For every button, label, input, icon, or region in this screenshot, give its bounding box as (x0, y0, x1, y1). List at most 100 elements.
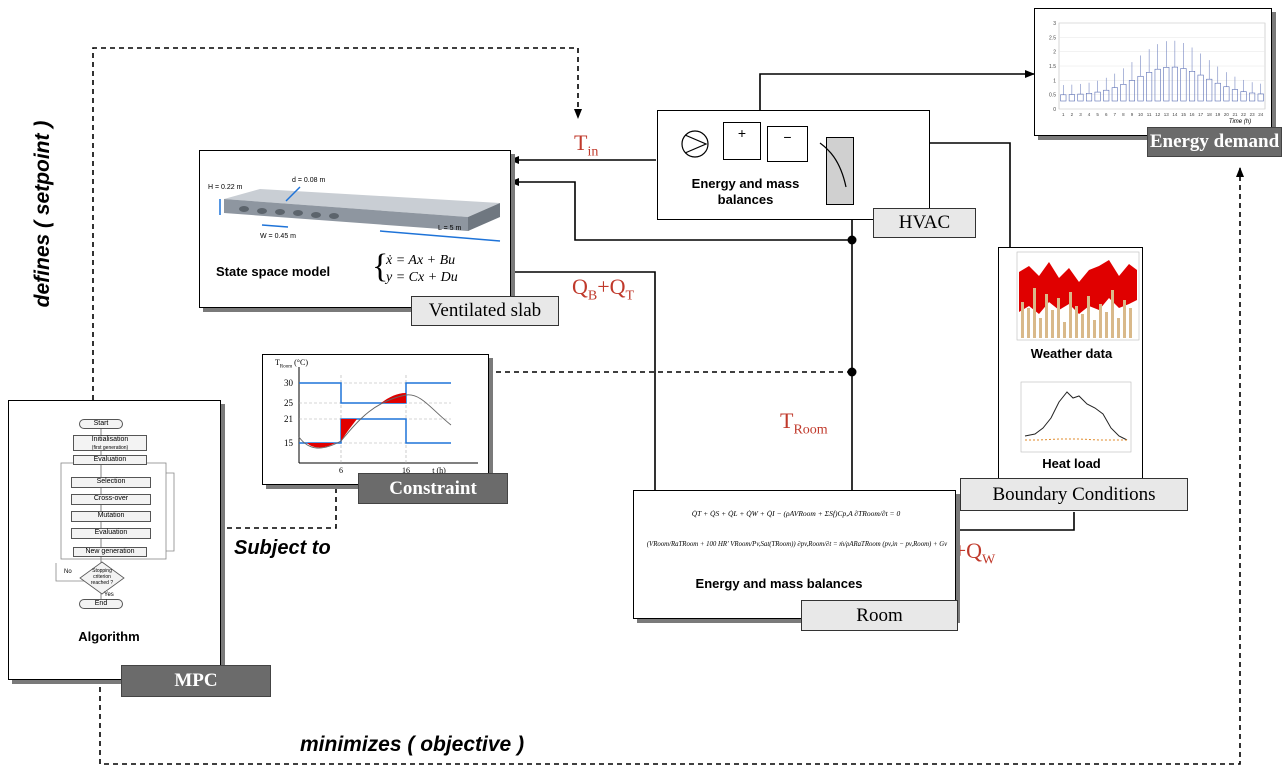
energy-box (1077, 93, 1084, 102)
constraint-upper-bound (299, 382, 451, 404)
flow-no-label: No (64, 569, 72, 575)
slab-dim-d: d = 0.08 m (292, 177, 326, 184)
hvac-to-demand (759, 70, 1035, 110)
constraint-ytick: 21 (284, 414, 293, 424)
flow-stop-diamond (79, 561, 125, 595)
slab-dim-h: H = 0.22 m (208, 184, 243, 191)
flow-yes-label: Yes (104, 592, 114, 598)
slab-equation-brace: { (372, 248, 389, 285)
hvac-caption: Energy and mass balances (691, 176, 800, 207)
defines-label: defines ( setpoint ) (31, 120, 54, 308)
slab-illustration (219, 186, 501, 242)
energy-xtick: 24 (1258, 112, 1264, 117)
energy-ytick: 1.5 (1049, 64, 1056, 70)
energy-xtick: 22 (1241, 112, 1247, 117)
energy-xtick: 16 (1190, 112, 1196, 117)
constraint-xtick: t (h) (432, 466, 446, 475)
energy-ytick: 2.5 (1049, 35, 1056, 41)
slab-equation-1: ẋ = Ax + Bu (386, 253, 456, 268)
energy-ytick: 0 (1053, 107, 1056, 113)
boundary-tag: Boundary Conditions (960, 478, 1188, 511)
energy-box (1128, 80, 1136, 102)
constraint-violation-low (307, 443, 335, 448)
constraint-ytick: 25 (284, 398, 294, 408)
slab-dim-w: W = 0.45 m (260, 233, 296, 240)
energy-ytick: 2 (1053, 50, 1056, 56)
constraint-tag: Constraint (358, 473, 508, 504)
energy-box (1257, 93, 1264, 102)
constraint-block: 30 25 21 15 6 16 t (h) TRoom (°C) (262, 354, 489, 485)
energy-xtick: 13 (1164, 112, 1170, 117)
slab-equation-2: y = Cx + Du (386, 270, 458, 285)
energy-box (1171, 66, 1178, 102)
energy-xtick: 18 (1207, 112, 1213, 117)
mpc-tag: MPC (121, 665, 271, 697)
energy-xtick: 12 (1155, 112, 1161, 117)
flow-init: Initialisation(first generation) (73, 435, 147, 451)
ventilated-slab-tag: Ventilated slab (411, 296, 559, 326)
energy-xtick: 19 (1215, 112, 1221, 117)
defines-connector (92, 47, 582, 400)
energy-xtick: 21 (1232, 112, 1238, 117)
energy-box (1223, 86, 1230, 102)
room-equation-2: (VRoom/RaTRoom + 100 HR′ VRoom/Pv,Sat(TR… (646, 541, 948, 548)
heater-box: + (723, 122, 761, 160)
flow-evaluation-1: Evaluation (73, 455, 147, 465)
hvac-tag: HVAC (873, 208, 976, 238)
flow-new-generation: New generation (73, 547, 147, 557)
constraint-violation-mid (341, 419, 357, 441)
energy-box (1206, 78, 1213, 102)
exchanger-box (826, 137, 854, 205)
energy-box (1111, 87, 1118, 102)
energy-ytick: 3 (1053, 21, 1056, 27)
t-room-label: TRoom (780, 408, 828, 438)
constraint-xtick: 16 (402, 466, 410, 475)
energy-box (1197, 74, 1204, 102)
constraint-xtick: 6 (339, 466, 343, 475)
flow-selection: Selection (71, 477, 151, 488)
t-in-label: Tin (574, 130, 599, 160)
mpc-caption: Algorithm (78, 629, 140, 644)
flow-evaluation-2: Evaluation (71, 528, 151, 539)
energy-box (1249, 92, 1256, 102)
energy-box (1180, 68, 1187, 102)
energy-xtick: 17 (1198, 112, 1204, 117)
energy-box (1137, 75, 1144, 102)
energy-xtick: 1 (1062, 112, 1065, 117)
room-caption: Energy and mass balances (695, 576, 863, 591)
exchanger-arrow (819, 142, 847, 188)
cooler-box: − (767, 126, 808, 162)
constraint-temperature-curve (298, 394, 452, 449)
minimizes-label: minimizes ( objective ) (300, 733, 525, 756)
energy-box (1103, 89, 1110, 102)
constraint-ytick: 30 (284, 378, 294, 388)
flow-stop-label: Stopping criterion reached ? (90, 568, 114, 586)
energy-box (1163, 67, 1170, 102)
constraint-ylabel: TRoom (°C) (275, 358, 308, 370)
heat-load-chart (1020, 381, 1132, 453)
energy-box (1068, 94, 1075, 102)
energy-xtick: 6 (1105, 112, 1108, 117)
energy-xtick: 23 (1250, 112, 1256, 117)
energy-box (1188, 71, 1196, 102)
room-tag: Room (801, 600, 958, 631)
energy-box (1154, 68, 1161, 102)
subject-to-label: Subject to (234, 537, 331, 559)
energy-xtick: 7 (1114, 112, 1117, 117)
heat-load-caption: Heat load (1042, 456, 1101, 471)
constraint-ytick: 15 (284, 438, 294, 448)
slab-caption: State space model (216, 264, 331, 279)
energy-ytick: 0.5 (1049, 93, 1056, 99)
room-equation-1: Q̇T + Q̇S + Q̇L + Q̇W + Q̇I − (ρAVRoom +… (691, 509, 901, 518)
hvac-block: + − Energy and mass balances (657, 110, 930, 220)
qsqw-connector (903, 512, 1075, 534)
boundary-block: Weather data Heat load (998, 247, 1143, 487)
energy-xtick: 8 (1122, 112, 1125, 117)
energy-box (1231, 89, 1239, 102)
constraint-chart: 30 25 21 15 6 16 t (h) (284, 367, 478, 475)
energy-xtick: 11 (1147, 112, 1152, 117)
slab-dim-l: L = 5 m (438, 225, 462, 232)
